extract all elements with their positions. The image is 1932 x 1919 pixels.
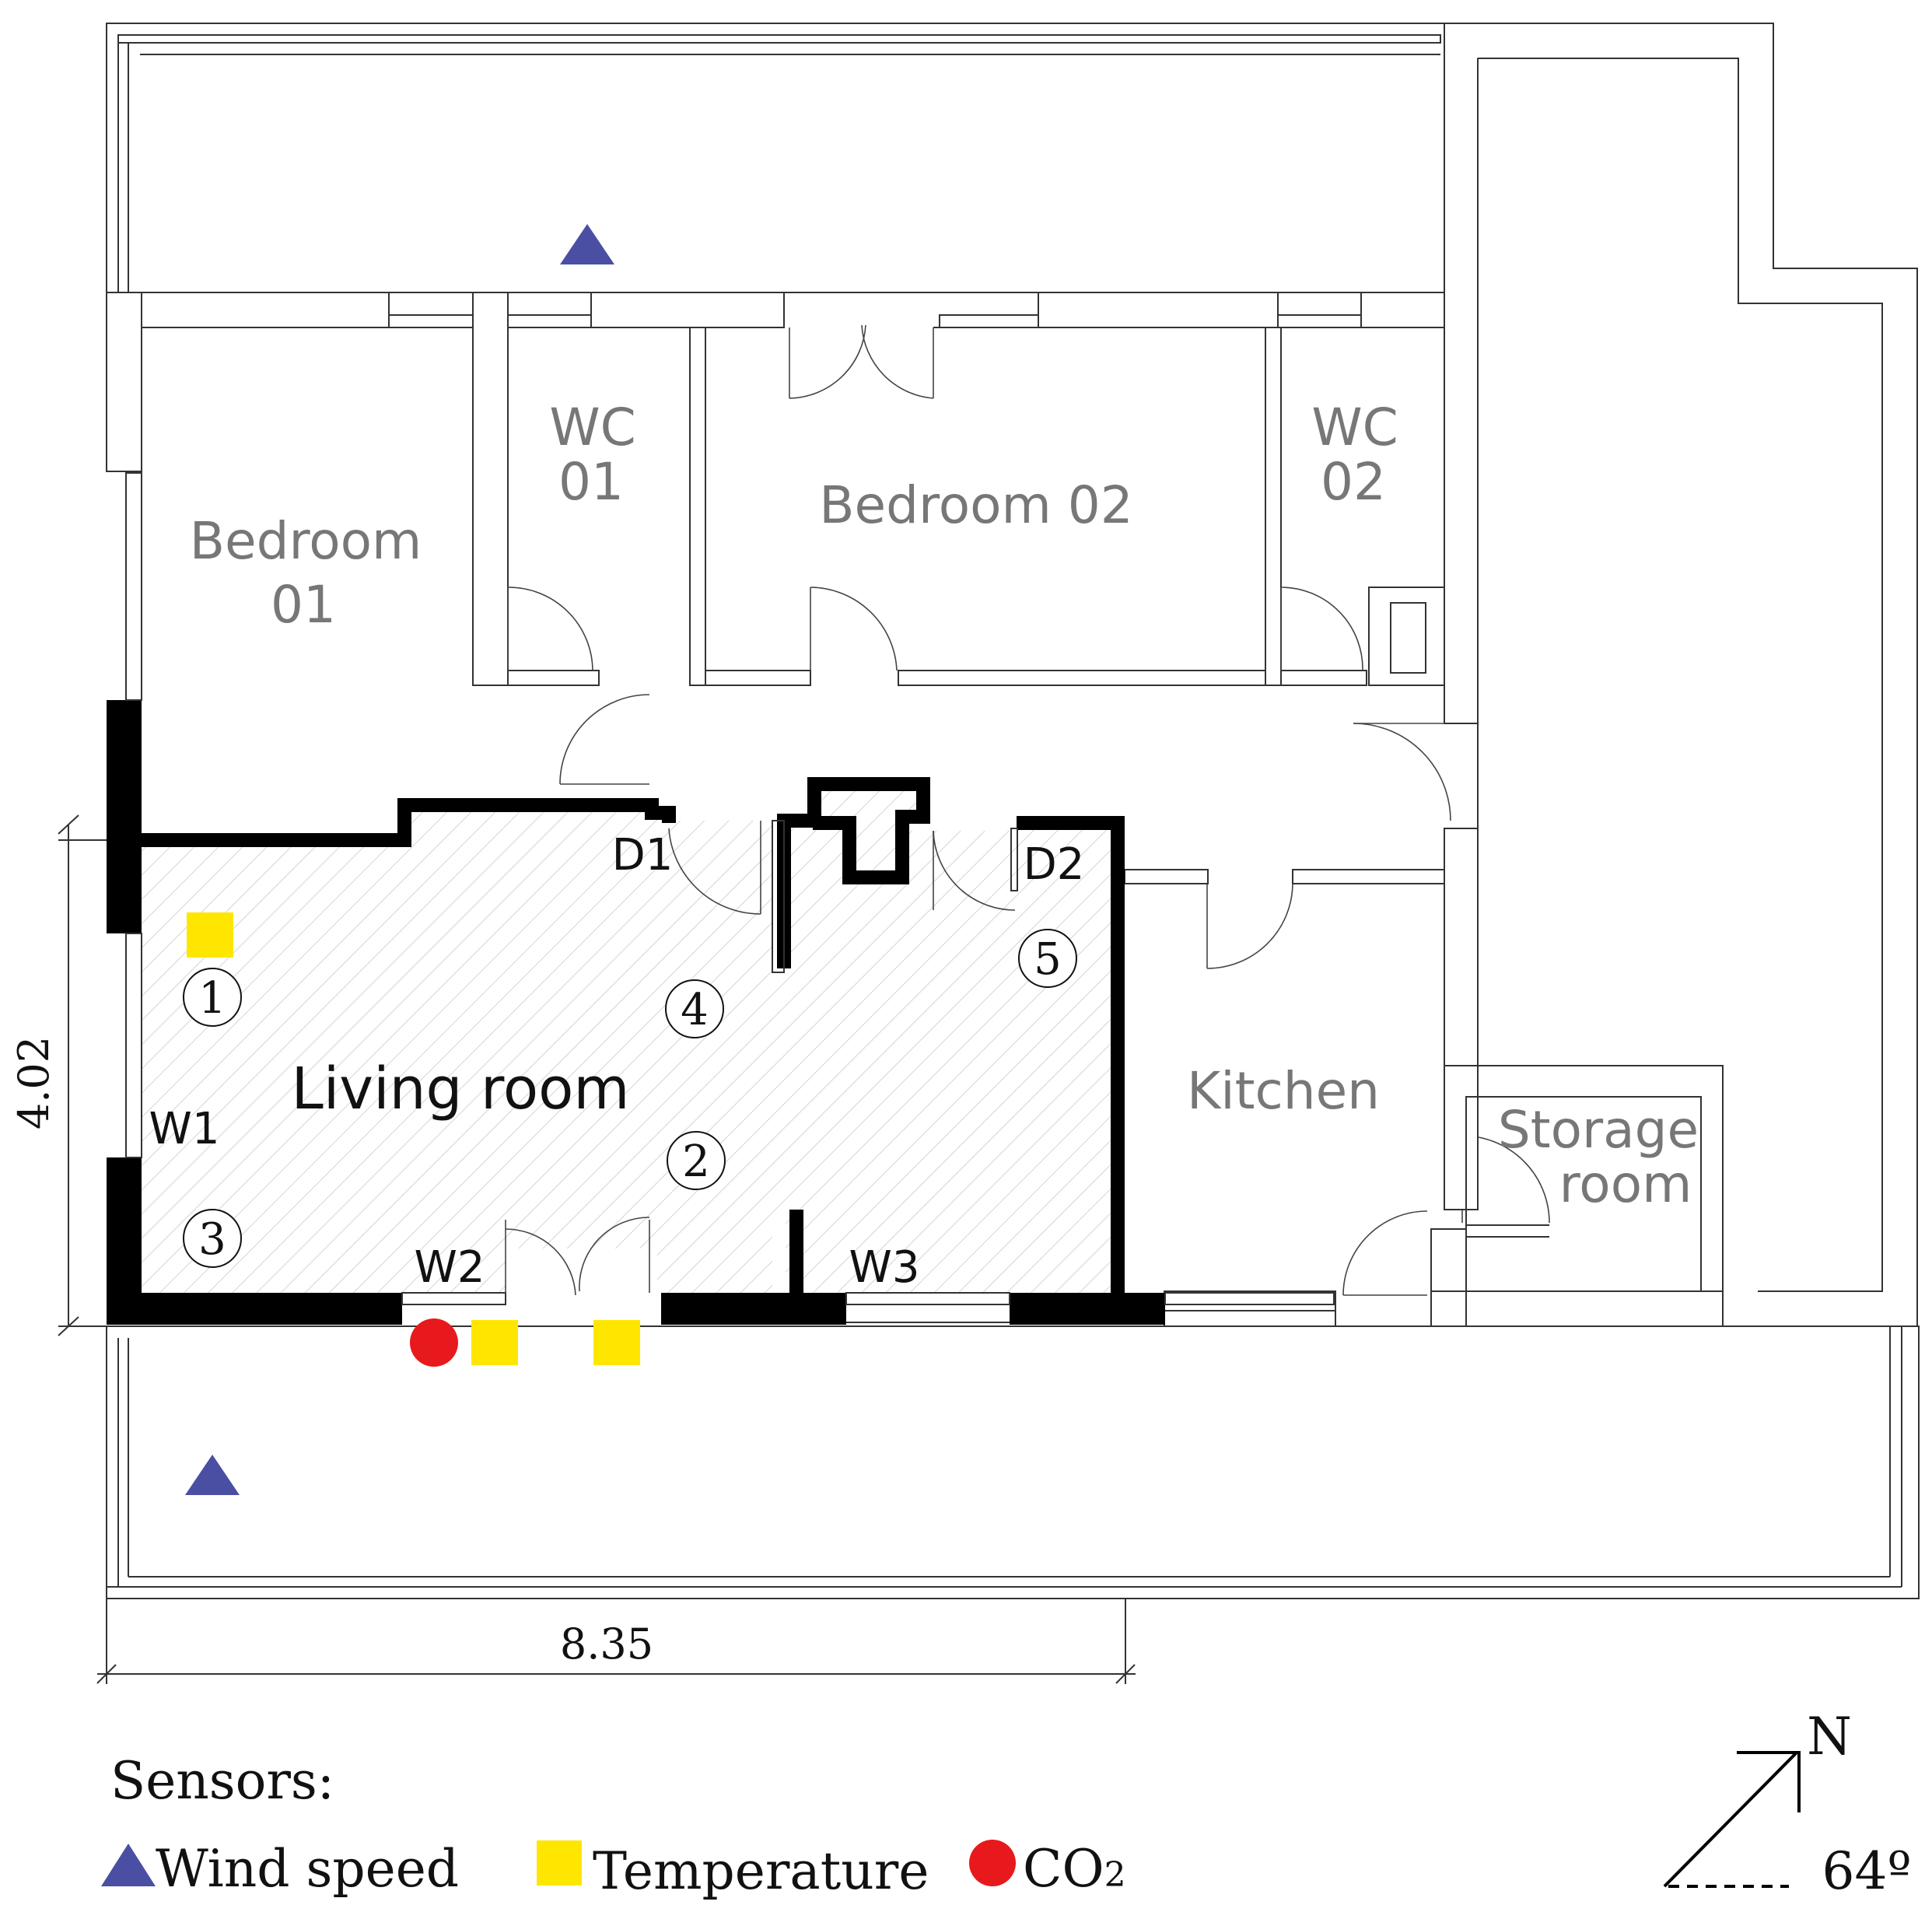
height-dimension-label: 4.02 (9, 1036, 58, 1129)
wc-02-label-line1: WC (1311, 397, 1398, 457)
height-dimension (58, 814, 107, 1336)
compass-angle-label: 64º (1822, 1841, 1911, 1901)
temperature-sensor-outdoor-2 (593, 1320, 640, 1365)
bedroom-band-walls (106, 292, 1445, 700)
legend-title: Sensors: (110, 1751, 334, 1811)
window-w2-label: W2 (415, 1242, 485, 1293)
measurement-point-4: 4 (665, 979, 724, 1038)
measurement-point-2: 2 (667, 1131, 726, 1190)
door-d1-label: D1 (612, 830, 674, 881)
svg-text:3: 3 (198, 1214, 226, 1265)
windows (125, 472, 1335, 1323)
door-swings (507, 324, 1550, 1296)
width-dimension-label: 8.35 (560, 1620, 653, 1669)
living-room-floor (142, 784, 1118, 1293)
legend-co2-label: CO2 (1023, 1839, 1126, 1899)
legend-wind-icon (101, 1844, 156, 1886)
living-room-label: Living room (292, 1056, 630, 1122)
living-doors (505, 821, 1016, 1296)
temperature-sensor-outdoor-1 (471, 1320, 518, 1365)
svg-text:5: 5 (1034, 934, 1062, 985)
window-w3-label: W3 (849, 1242, 920, 1293)
legend: Sensors: Wind speed Temperature CO2 (101, 1751, 1126, 1901)
living-room-walls (107, 700, 1165, 1325)
wc-02-label-line2: 02 (1321, 452, 1386, 512)
south-terrace (106, 1325, 1920, 1599)
north-label: N (1807, 1707, 1852, 1767)
wc-01-label-line2: 01 (558, 452, 624, 512)
door-d2-label: D2 (1024, 839, 1085, 890)
width-dimension (96, 1599, 1136, 1684)
legend-temperature-icon (537, 1840, 582, 1886)
wind-sensor-south (185, 1455, 240, 1495)
bedroom-01-label-line2: 01 (271, 575, 336, 635)
east-wing-walls (1444, 23, 1918, 1327)
wind-sensor-north (560, 224, 614, 264)
storage-room-label-line2: room (1559, 1154, 1692, 1214)
temperature-sensor-indoor (187, 912, 233, 958)
north-arrow: N 64º (1663, 1707, 1912, 1901)
measurement-point-5: 5 (1018, 929, 1077, 988)
kitchen-label: Kitchen (1187, 1061, 1380, 1121)
svg-text:2: 2 (682, 1136, 710, 1187)
window-w1-label: W1 (149, 1104, 220, 1154)
legend-co2-icon (969, 1840, 1016, 1886)
storage-room-label-line1: Storage (1498, 1100, 1699, 1160)
svg-text:4: 4 (681, 985, 709, 1035)
bedroom-01-label-line1: Bedroom (190, 511, 422, 571)
bedroom-02-label: Bedroom 02 (819, 475, 1132, 535)
svg-text:1: 1 (198, 973, 226, 1024)
legend-wind-label: Wind speed (156, 1839, 459, 1899)
measurement-point-3: 3 (183, 1209, 242, 1268)
kitchen-walls (1124, 828, 1723, 1327)
measurement-point-1: 1 (183, 968, 242, 1027)
legend-temperature-label: Temperature (593, 1841, 929, 1901)
north-terrace (106, 23, 1445, 293)
wc-01-label-line1: WC (549, 397, 635, 457)
co2-sensor (410, 1318, 458, 1367)
